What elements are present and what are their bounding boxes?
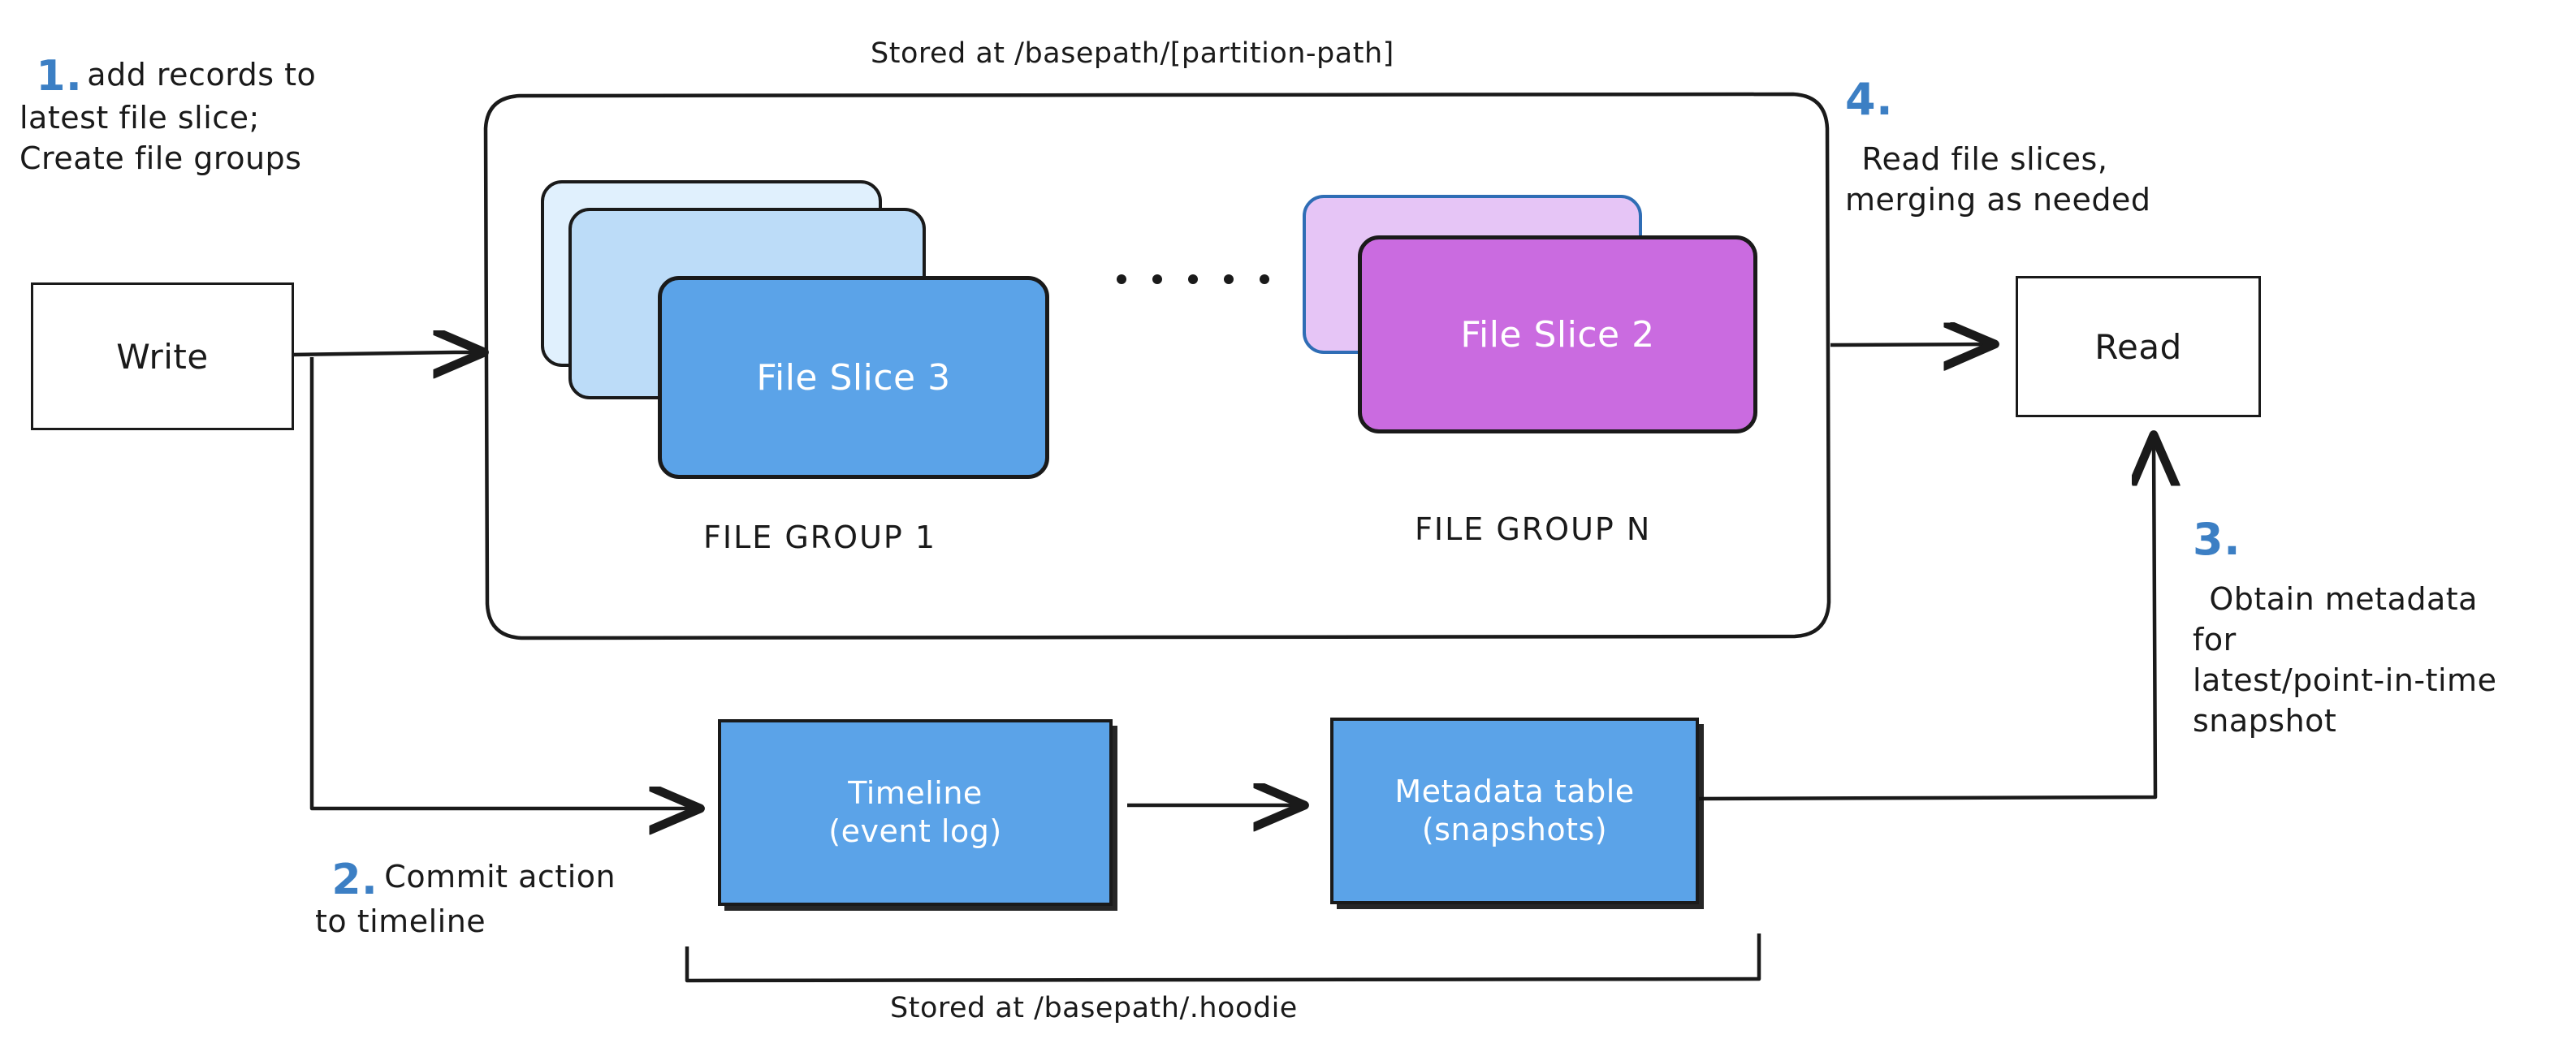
hoodie-path-label: Stored at /basepath/.hoodie [890, 992, 1298, 1024]
dot-1 [1117, 274, 1126, 284]
step-1-text: add records to latest file slice; Create… [19, 57, 317, 177]
file-slice-card-front-groupn[interactable]: File Slice 2 [1358, 235, 1757, 433]
hoodie-bracket [685, 933, 1761, 983]
arrow-write-to-timeline [309, 357, 697, 808]
dot-4 [1224, 274, 1234, 284]
arrow-write-to-files [290, 352, 481, 355]
step-4-annotation: 4. Read file slices, merging as needed [1845, 47, 2300, 235]
timeline-node[interactable]: Timeline (event log) [718, 719, 1113, 906]
step-2-text: Commit action to timeline [315, 859, 616, 939]
timeline-label-line1: Timeline [848, 774, 983, 811]
metadata-label-line1: Metadata table [1394, 773, 1635, 809]
file-group-n-caption: FILE GROUP N [1415, 511, 1652, 547]
step-3-text: Obtain metadata for latest/point-in-time… [2193, 581, 2497, 739]
step-2-annotation: 2.Commit action to timeline [315, 841, 697, 957]
step-4-text: Read file slices, merging as needed [1845, 141, 2151, 218]
step-1-number: 1. [36, 52, 83, 101]
read-label: Read [2094, 326, 2182, 367]
ellipsis-dots [1117, 274, 1269, 284]
file-slice-card-front-group1[interactable]: File Slice 3 [658, 276, 1049, 479]
partition-path-label: Stored at /basepath/[partition-path] [871, 37, 1394, 70]
read-node[interactable]: Read [2016, 276, 2261, 417]
file-group-1-caption: FILE GROUP 1 [703, 520, 937, 555]
arrow-metadata-to-read [1693, 438, 2155, 801]
arrow-files-to-read [1830, 344, 1991, 345]
metadata-table-node[interactable]: Metadata table (snapshots) [1330, 718, 1699, 904]
metadata-label-line2: (snapshots) [1421, 812, 1608, 847]
write-label: Write [116, 336, 209, 377]
dot-3 [1188, 274, 1198, 284]
timeline-label-line2: (event log) [828, 813, 1002, 849]
step-1-annotation: 1.add records to latest file slice; Crea… [19, 39, 474, 194]
step-3-number: 3. [2193, 514, 2241, 565]
step-4-number: 4. [1845, 74, 1894, 125]
dot-5 [1260, 274, 1269, 284]
dot-2 [1152, 274, 1162, 284]
write-node[interactable]: Write [31, 282, 294, 430]
step-2-number: 2. [331, 856, 378, 904]
partition-container-outline [483, 92, 1831, 640]
step-3-annotation: 3. Obtain metadata for latest/point-in-t… [2193, 487, 2574, 757]
